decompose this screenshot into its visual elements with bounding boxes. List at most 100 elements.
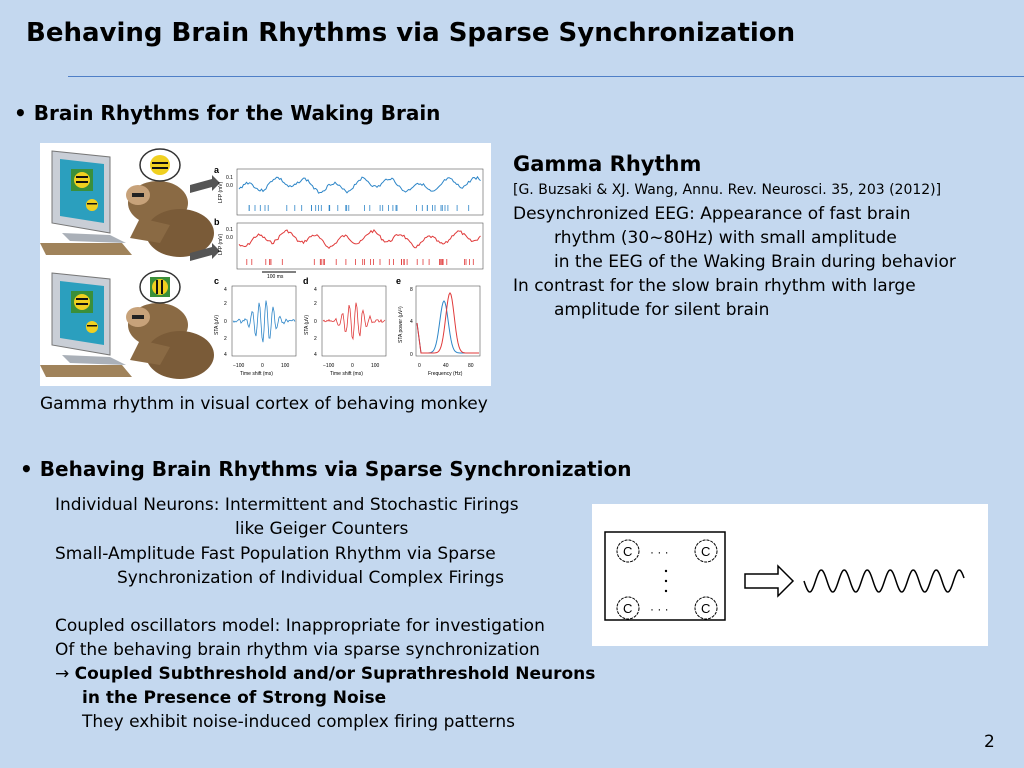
svg-text:C: C — [623, 601, 632, 616]
svg-text:C: C — [701, 544, 710, 559]
gamma-line: In contrast for the slow brain rhythm wi… — [513, 276, 916, 296]
gamma-line: amplitude for silent brain — [554, 300, 770, 320]
dot — [664, 579, 668, 583]
bold-conclusion-2: in the Presence of Strong Noise — [82, 688, 387, 708]
title-divider — [68, 76, 1024, 77]
body-line: They exhibit noise-induced complex firin… — [82, 712, 515, 732]
sta-tick: 4 — [224, 352, 227, 358]
neuron-node: C — [694, 539, 718, 563]
dot — [664, 589, 668, 593]
body-line: like Geiger Counters — [235, 519, 409, 539]
sta-tick: 0 — [224, 319, 227, 325]
dots-horizontal: · · · — [650, 602, 669, 616]
lfp-axis-label-a: LFP (mV) — [218, 181, 224, 203]
page-number: 2 — [984, 732, 995, 752]
gamma-line: in the EEG of the Waking Brain during be… — [554, 252, 956, 272]
sta-trace-c — [232, 300, 296, 343]
svg-text:C: C — [701, 601, 710, 616]
lfp-trace-b — [238, 229, 481, 250]
power-tick: 4 — [410, 319, 413, 325]
scale-bar-label: 100 ms — [267, 274, 284, 280]
bullet-icon: • — [20, 457, 33, 481]
panel-label-b: b — [214, 217, 220, 227]
arrow-icon — [190, 175, 220, 193]
neuron-node: C — [694, 596, 718, 620]
svg-text:C: C — [623, 544, 632, 559]
slide-title: Behaving Brain Rhythms via Sparse Synchr… — [26, 18, 796, 48]
body-line: Small-Amplitude Fast Population Rhythm v… — [55, 544, 496, 564]
time-tick: 100 — [371, 363, 380, 369]
sta-tick: 4 — [314, 352, 317, 358]
sta-tick: 0 — [314, 319, 317, 325]
arrow-line: → Coupled Subthreshold and/or Suprathres… — [55, 664, 595, 684]
monkey-gamma-figure: a b c d e LFP (mV) LFP (mV) 0.1 0.0 0.1 … — [40, 143, 491, 386]
power-axis-label: STA power (μV²) — [398, 306, 404, 343]
bold-conclusion: Coupled Subthreshold and/or Suprathresho… — [74, 664, 596, 684]
section1-heading-row: • Brain Rhythms for the Waking Brain — [14, 101, 440, 125]
sine-wave — [803, 569, 965, 593]
panel-label-e: e — [396, 276, 401, 286]
time-axis-label-c: Time shift (ms) — [240, 371, 273, 377]
lfp-tick: 0.1 — [226, 175, 233, 181]
network-box — [604, 531, 726, 621]
arrow-right-icon — [744, 564, 795, 598]
sta-axis-label-c: STA (μV) — [214, 315, 220, 335]
time-axis-label-d: Time shift (ms) — [330, 371, 363, 377]
monkey-illustration-top — [126, 148, 214, 257]
freq-tick: 0 — [418, 363, 421, 369]
monitor-illustration-top — [40, 150, 132, 255]
sta-tick: 2 — [224, 301, 227, 307]
body-line: Individual Neurons: Intermittent and Sto… — [55, 495, 519, 515]
sta-trace-d — [322, 302, 386, 341]
spike-raster-a — [248, 205, 470, 211]
lfp-trace-a — [238, 175, 481, 194]
freq-tick: 80 — [468, 363, 474, 369]
neuron-node: C — [616, 539, 640, 563]
gamma-reference: [G. Buzsaki & XJ. Wang, Annu. Rev. Neuro… — [513, 182, 942, 198]
lfp-tick: 0.0 — [226, 183, 233, 189]
network-rhythm-figure: C C C C · · · · · · — [592, 504, 988, 646]
time-tick: −100 — [233, 363, 244, 369]
dots-horizontal: · · · — [650, 545, 669, 559]
sta-tick: 2 — [224, 336, 227, 342]
sta-tick: 2 — [314, 301, 317, 307]
power-spectrum-blue — [416, 300, 479, 354]
section2-heading: Behaving Brain Rhythms via Sparse Synchr… — [39, 457, 632, 481]
monitor-illustration-bottom — [40, 272, 132, 377]
spike-raster-b — [246, 259, 474, 265]
power-tick: 0 — [410, 352, 413, 358]
lfp-tick: 0.0 — [226, 235, 233, 241]
dot — [664, 569, 668, 573]
time-tick: 0 — [261, 363, 264, 369]
sta-tick: 2 — [314, 336, 317, 342]
panel-label-a: a — [214, 165, 220, 175]
right-arrow-icon: → — [55, 664, 70, 684]
time-tick: 100 — [281, 363, 290, 369]
sta-axis-label-d: STA (μV) — [304, 315, 310, 335]
power-spectrum-red — [416, 292, 479, 354]
sta-tick: 4 — [314, 287, 317, 293]
arrow-icon — [190, 243, 220, 261]
freq-axis-label: Frequency (Hz) — [428, 371, 463, 377]
lfp-tick: 0.1 — [226, 227, 233, 233]
section1-heading: Brain Rhythms for the Waking Brain — [33, 101, 441, 125]
neuron-node: C — [616, 596, 640, 620]
sta-tick: 4 — [224, 287, 227, 293]
time-tick: −100 — [323, 363, 334, 369]
freq-tick: 40 — [443, 363, 449, 369]
monkey-illustration-bottom — [126, 270, 214, 379]
gamma-line: rhythm (30~80Hz) with small amplitude — [554, 228, 897, 248]
body-line: Synchronization of Individual Complex Fi… — [117, 568, 504, 588]
time-tick: 0 — [351, 363, 354, 369]
section2-heading-row: • Behaving Brain Rhythms via Sparse Sync… — [20, 457, 631, 481]
gamma-line: Desynchronized EEG: Appearance of fast b… — [513, 204, 911, 224]
panel-label-c: c — [214, 276, 219, 286]
gamma-rhythm-title: Gamma Rhythm — [513, 152, 702, 176]
lfp-axis-label-b: LFP (mV) — [218, 233, 224, 255]
figure-caption: Gamma rhythm in visual cortex of behavin… — [40, 394, 488, 414]
bullet-icon: • — [14, 101, 27, 125]
power-tick: 8 — [410, 287, 413, 293]
body-line: Of the behaving brain rhythm via sparse … — [55, 640, 540, 660]
body-line: Coupled oscillators model: Inappropriate… — [55, 616, 545, 636]
panel-label-d: d — [303, 276, 309, 286]
